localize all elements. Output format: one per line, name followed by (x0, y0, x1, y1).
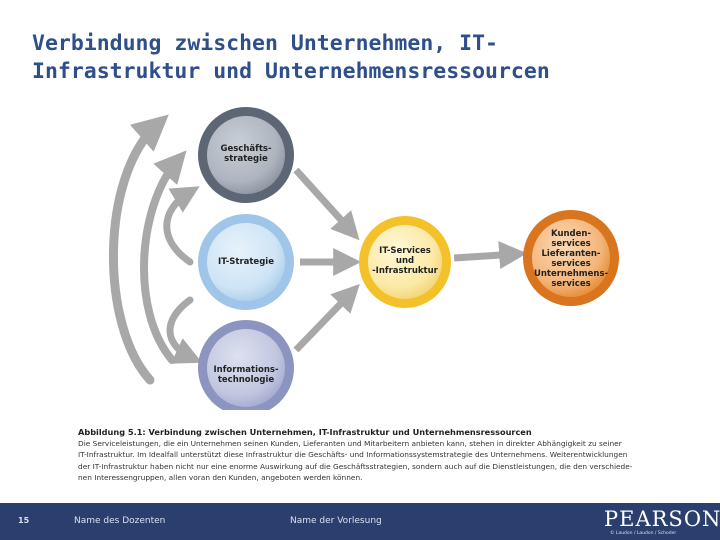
arrow-services-to-customers (453, 241, 528, 270)
node-customers-label-line: services (551, 239, 591, 249)
node-it-strategy-label-line: IT-Strategie (218, 257, 274, 267)
page-title-line-2: Infrastruktur und Unternehmensressourcen (32, 59, 550, 84)
caption-line: nen Interessengruppen, allen voran den K… (78, 472, 363, 482)
feedback-arrow-lower (166, 296, 203, 364)
lecturer-name: Name des Dozenten (74, 516, 166, 526)
node-services-label-line: IT-Services (379, 246, 431, 256)
arrow-strategy-to-services (293, 167, 360, 241)
node-customers-label: Kunden- services Lieferanten- services U… (521, 229, 621, 289)
caption-line: der IT-Infrastruktur haben nicht nur ein… (78, 461, 633, 471)
pearson-logo: PEARSON (604, 507, 720, 531)
feedback-arrow-middle (140, 150, 187, 364)
node-it-technology-label-line: Informations- (213, 365, 279, 375)
node-customers-label-line: services (551, 259, 591, 269)
footer-bar: 15 Name des Dozenten Name der Vorlesung … (0, 503, 720, 540)
node-it-technology-label-line: technologie (217, 375, 275, 385)
authors-credit: © Laudon / Laudon / Schoder (610, 531, 677, 536)
node-strategy-label-line: Geschäfts- (220, 144, 272, 154)
node-strategy (198, 107, 294, 203)
figure-caption: Abbildung 5.1: Verbindung zwischen Unter… (78, 427, 658, 483)
node-customers (523, 210, 619, 306)
node-strategy-label-line: strategie (224, 154, 268, 164)
caption-line: IT-Infrastruktur. Im Idealfall unterstüt… (78, 450, 628, 460)
page-title: Verbindung zwischen Unternehmen, IT- Inf… (32, 30, 692, 86)
node-services-label: IT-Services und -Infrastruktur (355, 246, 455, 276)
feedback-arrow-inner (163, 186, 200, 266)
node-strategy-label: Geschäfts- strategie (196, 144, 296, 164)
node-it-technology-label: Informations- technologie (196, 365, 296, 385)
node-services-label-line: -Infrastruktur (372, 266, 438, 276)
node-customers-label-line: Kunden- (551, 229, 591, 239)
node-it-technology (198, 320, 294, 410)
node-customers-label-line: services (551, 279, 591, 289)
page-number: 15 (18, 516, 30, 525)
caption-body: Die Serviceleistungen, die ein Unternehm… (78, 438, 658, 483)
node-customers-label-line: Unternehmens- (533, 269, 609, 279)
node-it-strategy-label: IT-Strategie (196, 257, 296, 267)
feedback-arrow-outer (109, 114, 169, 385)
arrow-ittech-to-services (293, 283, 360, 353)
node-it-strategy (198, 214, 294, 310)
node-customers-label-line: Lieferanten- (541, 249, 601, 259)
caption-title: Abbildung 5.1: Verbindung zwischen Unter… (78, 427, 532, 437)
page-title-line-1: Verbindung zwischen Unternehmen, IT- (32, 31, 498, 56)
caption-line: Die Serviceleistungen, die ein Unternehm… (78, 439, 622, 449)
node-services-label-line: und (395, 256, 415, 266)
diagram (109, 107, 619, 410)
lecture-name: Name der Vorlesung (290, 516, 382, 526)
node-services (359, 216, 451, 308)
